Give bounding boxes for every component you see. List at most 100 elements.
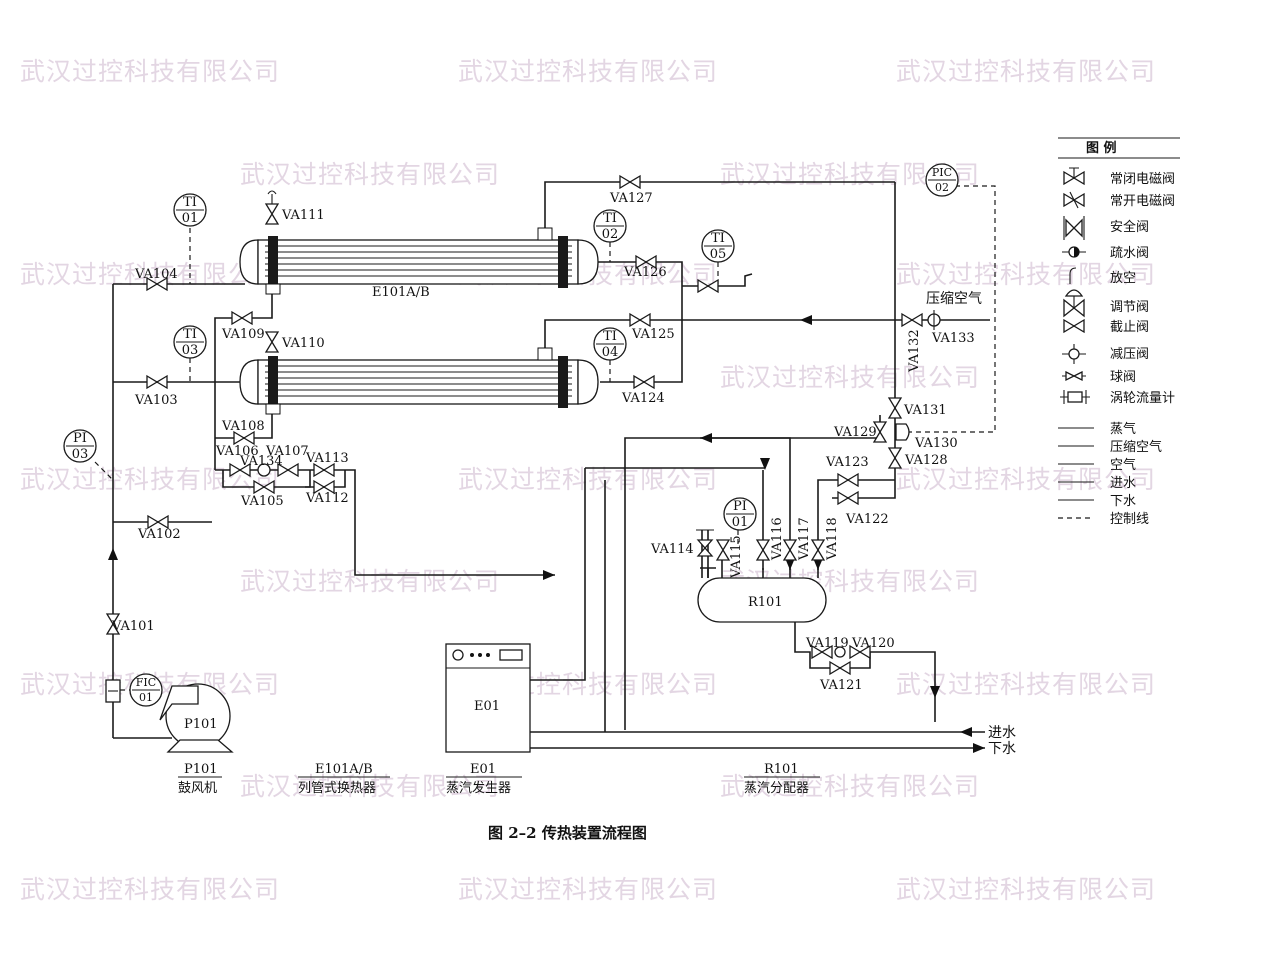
- equipment-caption-tag: P101: [184, 762, 218, 777]
- legend-label: 蒸气: [1110, 421, 1136, 437]
- distributor-outlet-a: [700, 437, 791, 570]
- globe-valve-icon[interactable]: [231, 310, 253, 326]
- instrument-number: 01: [139, 691, 153, 704]
- water-in-label: 进水: [988, 725, 1016, 741]
- globe-valve-icon[interactable]: [829, 660, 851, 676]
- exchanger-head-left: [239, 239, 259, 285]
- equipment-caption-tag: E01: [470, 762, 496, 777]
- steam-trap-icon[interactable]: [257, 463, 271, 477]
- valve-label: VA119: [805, 636, 849, 651]
- flow-arrow-left: [700, 433, 712, 443]
- nozzle: [265, 403, 281, 415]
- valve-label: VA108: [221, 419, 265, 434]
- legend-label: 安全阀: [1110, 219, 1149, 235]
- exchanger-head-right: [577, 359, 599, 405]
- legend-label: 空气: [1110, 457, 1136, 473]
- heat-exchanger-e101b: [239, 347, 599, 415]
- watermark: 武汉过控科技有限公司: [896, 260, 1156, 289]
- globe-valve-icon[interactable]: [105, 613, 121, 635]
- instrument-number: 02: [935, 181, 949, 194]
- equipment-caption-name: 蒸汽发生器: [446, 780, 511, 796]
- valve-label: VA121: [819, 678, 863, 693]
- instruments: TI 01 TI 03 PI 03 FIC 01 TI 02: [63, 163, 959, 707]
- display-panel: [499, 649, 523, 661]
- instrument-fic01: FIC 01: [120, 673, 163, 707]
- globe-valve-icon[interactable]: [715, 539, 731, 561]
- globe-valve-icon[interactable]: [782, 539, 798, 561]
- ball-valve-icon: [1062, 370, 1086, 382]
- water-out-label: 下水: [988, 741, 1016, 757]
- globe-valve-icon[interactable]: [837, 490, 859, 506]
- valve-label: VA102: [137, 527, 181, 542]
- instrument-number: 03: [72, 447, 89, 462]
- equipment-captions: P101 鼓风机 E101A/B 列管式换热器 E01 蒸汽发生器 R101 蒸…: [178, 762, 820, 796]
- valve-label: VA104: [134, 267, 178, 282]
- steam-distributor-r101: R101: [697, 530, 827, 623]
- globe-valve-icon[interactable]: [887, 447, 903, 469]
- globe-valve-icon[interactable]: [313, 479, 335, 495]
- globe-valve-icon[interactable]: [872, 421, 888, 443]
- flow-arrow-left: [960, 727, 972, 737]
- globe-valve-icon[interactable]: [849, 644, 871, 660]
- valve-label: VA133: [931, 331, 975, 346]
- globe-valve-icon[interactable]: [697, 278, 719, 294]
- nozzle: [265, 283, 281, 295]
- control-valve-icon[interactable]: [895, 423, 910, 441]
- heat-exchanger-e101a: [239, 227, 599, 295]
- watermark: 武汉过控科技有限公司: [240, 567, 500, 596]
- globe-valve-icon[interactable]: [633, 374, 655, 390]
- nozzle: [537, 347, 553, 361]
- globe-valve-icon[interactable]: [901, 312, 923, 328]
- flow-arrow-down: [760, 458, 770, 470]
- valve-label: VA106: [215, 444, 259, 459]
- globe-valve-icon[interactable]: [629, 312, 651, 328]
- valve-label: VA113: [305, 451, 349, 466]
- instrument-number: 04: [602, 345, 619, 360]
- steam-trap-icon: [1062, 246, 1086, 258]
- steam-from-e01: [530, 468, 586, 681]
- globe-valve-icon[interactable]: [229, 462, 251, 478]
- instrument-code: TI: [711, 231, 725, 246]
- equipment-caption-name: 列管式换热器: [298, 781, 376, 796]
- vent-icon: [267, 190, 277, 204]
- safety-valve-icon[interactable]: [696, 539, 714, 557]
- globe-valve-icon[interactable]: [253, 479, 275, 495]
- exchanger-head-right: [577, 239, 599, 285]
- globe-valve-icon[interactable]: [635, 254, 657, 270]
- globe-valve-icon[interactable]: [837, 472, 859, 488]
- globe-valve-icon[interactable]: [146, 276, 168, 292]
- valve-label: VA128: [904, 453, 948, 468]
- instrument-pi01: PI 01: [723, 497, 757, 531]
- flow-arrow-left: [800, 315, 812, 325]
- watermark: 武汉过控科技有限公司: [458, 875, 718, 904]
- watermark: 武汉过控科技有限公司: [20, 875, 280, 904]
- watermark: 武汉过控科技有限公司: [896, 875, 1156, 904]
- globe-valve-icon[interactable]: [147, 514, 169, 530]
- valve-label: VA117: [797, 517, 812, 561]
- instrument-code: TI: [183, 195, 197, 210]
- globe-valve-icon[interactable]: [811, 644, 833, 660]
- blower-base: [166, 739, 234, 753]
- vent-icon: [1069, 267, 1077, 284]
- globe-valve-icon[interactable]: [755, 539, 771, 561]
- globe-valve-icon[interactable]: [146, 374, 168, 390]
- globe-valve-icon[interactable]: [264, 203, 280, 225]
- globe-valve-icon[interactable]: [887, 397, 903, 419]
- instrument-number: 01: [732, 515, 749, 530]
- flow-arrow-down: [813, 558, 823, 570]
- globe-valve-icon[interactable]: [619, 174, 641, 190]
- valve-manifold-return: [305, 470, 346, 488]
- watermark: 武汉过控科技有限公司: [720, 363, 980, 392]
- globe-valve-icon[interactable]: [264, 331, 280, 353]
- globe-valve-icon[interactable]: [233, 430, 255, 446]
- distributor-tag: R101: [748, 595, 783, 610]
- globe-valve-icon[interactable]: [810, 539, 826, 561]
- globe-valve-icon[interactable]: [277, 462, 299, 478]
- legend-label: 涡轮流量计: [1110, 391, 1175, 406]
- compressed-air-label: 压缩空气: [926, 291, 982, 307]
- valve-label: VA131: [903, 403, 947, 418]
- steam-trap-icon[interactable]: [834, 646, 846, 658]
- globe-valve-icon[interactable]: [313, 462, 335, 478]
- watermark: 武汉过控科技有限公司: [240, 160, 500, 189]
